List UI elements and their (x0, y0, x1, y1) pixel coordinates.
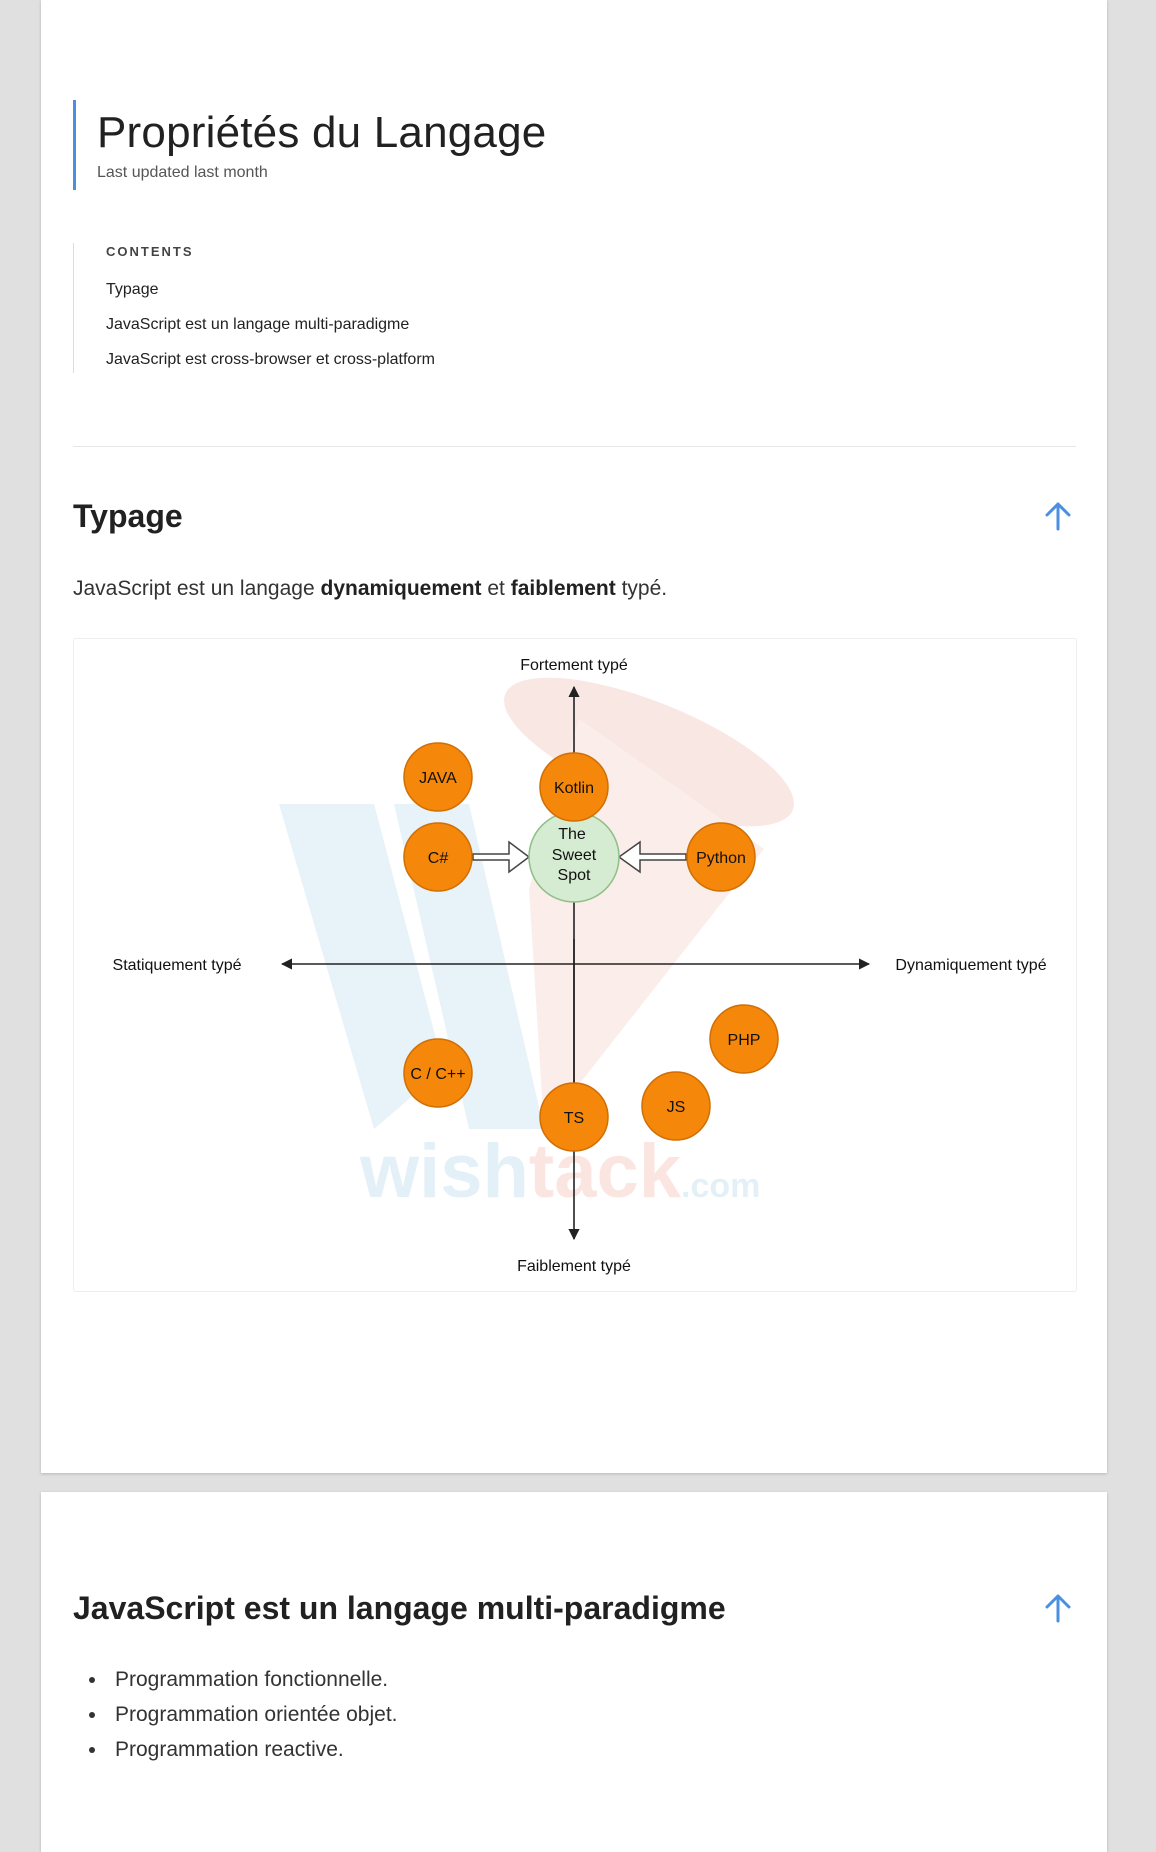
arrow-csharp-to-sweet-spot (472, 840, 531, 874)
last-updated: Last updated last month (97, 164, 268, 181)
svg-text:Kotlin: Kotlin (554, 780, 594, 797)
list-item: Programmation fonctionnelle. (85, 1662, 398, 1697)
table-of-contents: CONTENTS Typage JavaScript est un langag… (73, 243, 435, 373)
svg-text:TS: TS (564, 1110, 584, 1127)
content-card: Propriétés du Langage Last updated last … (41, 0, 1107, 1473)
svg-text:The: The (558, 826, 586, 843)
axis-label-right: Dynamiquement typé (895, 957, 1046, 974)
typing-diagram: wishtack.com Fortement typé Faiblement t… (73, 638, 1077, 1292)
svg-text:PHP: PHP (728, 1032, 761, 1049)
svg-text:C / C++: C / C++ (410, 1066, 465, 1083)
language-bubble-java: JAVA (403, 742, 473, 812)
svg-text:JAVA: JAVA (419, 770, 457, 787)
section-title-multiparadigme: JavaScript est un langage multi-paradigm… (73, 1590, 726, 1626)
title-block: Propriétés du Langage Last updated last … (73, 100, 546, 190)
svg-text:C#: C# (428, 850, 449, 867)
language-bubble-c-cpp: C / C++ (403, 1038, 473, 1108)
toc-item-cross-browser[interactable]: JavaScript est cross-browser et cross-pl… (106, 351, 435, 368)
list-item: Programmation reactive. (85, 1732, 398, 1767)
sweet-spot-node: The Sweet Spot (528, 811, 620, 903)
axis-label-left: Statiquement typé (113, 957, 242, 974)
list-item: Programmation orientée objet. (85, 1697, 398, 1732)
section-title-typage: Typage (73, 498, 183, 534)
toc-item-typage[interactable]: Typage (106, 281, 159, 298)
language-bubble-js: JS (641, 1071, 711, 1141)
language-bubble-csharp: C# (403, 822, 473, 892)
back-to-top-arrow-icon[interactable] (1040, 498, 1076, 534)
svg-text:JS: JS (667, 1099, 686, 1116)
axis-label-bottom: Faiblement typé (517, 1258, 631, 1275)
divider (73, 446, 1076, 447)
language-bubble-python: Python (686, 822, 756, 892)
language-bubble-ts: TS (539, 1082, 609, 1152)
typage-intro: JavaScript est un langage dynamiquement … (73, 577, 668, 600)
toc-heading: CONTENTS (106, 244, 194, 259)
section-multiparadigme-header: JavaScript est un langage multi-paradigm… (73, 1586, 1076, 1630)
toc-item-multi-paradigme[interactable]: JavaScript est un langage multi-paradigm… (106, 316, 410, 333)
back-to-top-arrow-icon[interactable] (1040, 1590, 1076, 1626)
svg-text:Python: Python (696, 850, 746, 867)
section-typage-header: Typage (73, 494, 1076, 538)
axis-label-top: Fortement typé (520, 657, 628, 674)
content-card-2: JavaScript est un langage multi-paradigm… (41, 1492, 1107, 1852)
paradigm-list: Programmation fonctionnelle. Programmati… (85, 1662, 398, 1767)
svg-text:Spot: Spot (558, 867, 591, 884)
page-title: Propriétés du Langage (97, 108, 547, 157)
svg-text:Sweet: Sweet (552, 847, 597, 864)
language-bubble-kotlin: Kotlin (539, 752, 609, 822)
language-bubble-php: PHP (709, 1004, 779, 1074)
arrow-python-to-sweet-spot (617, 840, 687, 874)
